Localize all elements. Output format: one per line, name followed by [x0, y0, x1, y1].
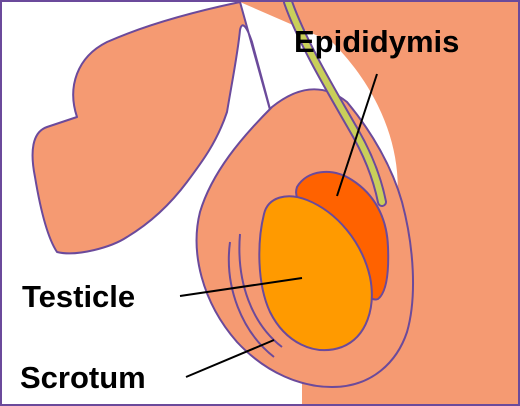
scrotum-label: Scrotum: [20, 360, 146, 395]
testicle-shape: [258, 195, 373, 352]
torso-skin: [240, 2, 518, 404]
scrotum-fold-inner: [238, 233, 283, 348]
epididymis-leader-line: [336, 73, 378, 197]
testicle-label: Testicle: [22, 279, 135, 314]
scrotum-fold-outer: [227, 241, 275, 358]
penis-shape: [31, 2, 273, 255]
epididymis-label: Epididymis: [294, 24, 459, 59]
vas-deferens-fill: [285, 2, 385, 205]
scrotum-leader-line: [185, 339, 275, 378]
testicle-leader-line: [179, 277, 303, 297]
